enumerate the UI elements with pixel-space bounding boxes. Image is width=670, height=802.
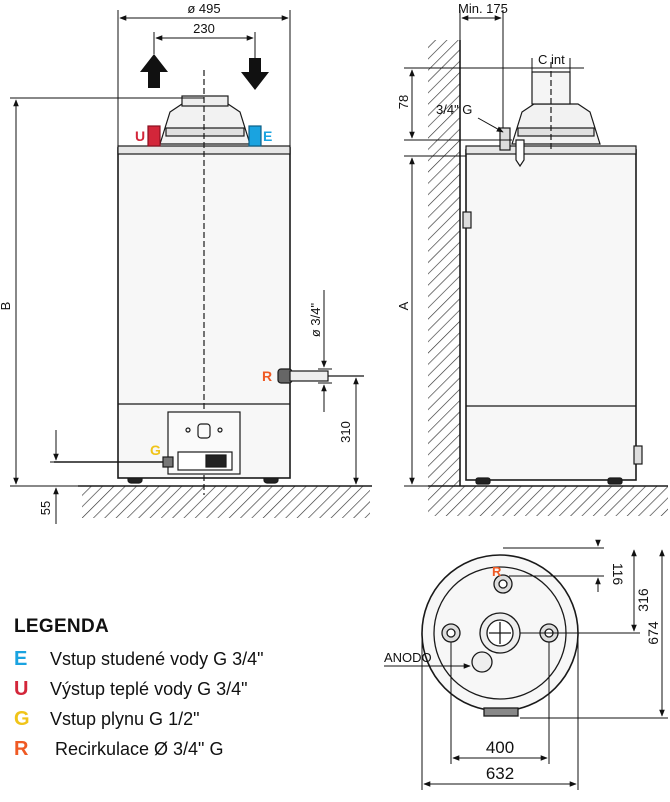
connection-leader — [477, 117, 504, 133]
legend-code: U — [14, 677, 29, 700]
label-recirc-diameter: ø 3/4" — [308, 303, 323, 338]
label-c-int: C int — [538, 52, 565, 67]
cold-inlet-arrow-icon — [241, 58, 269, 90]
marker-g-front: G — [150, 442, 161, 458]
top-dimension-labels: R ANODO 116 316 674 400 632 — [384, 563, 661, 783]
legend-item: E Vstup studené vody G 3/4" — [14, 644, 314, 674]
side-dimensions — [404, 10, 584, 487]
front-dimensions — [10, 10, 364, 524]
legend-item: U Výstup teplé vody G 3/4" — [14, 674, 314, 704]
label-height-b: B — [0, 302, 13, 311]
legend-list: E Vstup studené vody G 3/4" U Výstup teplé … — [14, 644, 314, 764]
side-flue-band — [517, 127, 595, 137]
side-ground-hatch — [428, 486, 668, 516]
side-connection-fitting — [499, 127, 511, 151]
gas-inlet-fitting — [162, 456, 174, 468]
marker-u-front: U — [135, 128, 145, 144]
hot-water-pipe — [147, 125, 161, 147]
recirc-pipe-body — [289, 370, 329, 382]
side-foot-right — [607, 477, 623, 485]
label-400: 400 — [486, 738, 514, 757]
top-anode — [471, 651, 493, 673]
legend-code: E — [14, 647, 28, 670]
legend-description: Recirkulace Ø 3/4" G — [50, 738, 224, 759]
legend-code: G — [14, 707, 30, 730]
legend: LEGENDA E Vstup studené vody G 3/4" U Výstu… — [14, 616, 314, 764]
label-316: 316 — [635, 588, 651, 612]
side-dimension-labels: Min. 175 C int 3/4" G 78 A — [396, 1, 565, 310]
top-bottom-bracket — [483, 707, 519, 717]
label-diameter-495: ø 495 — [187, 1, 220, 16]
cold-water-pipe — [248, 125, 262, 147]
label-height-a: A — [396, 301, 411, 310]
front-flue-collar — [181, 95, 229, 107]
label-min-175: Min. 175 — [458, 1, 508, 16]
legend-description: Výstup teplé vody G 3/4" — [50, 678, 248, 699]
side-drain — [633, 445, 643, 465]
side-tank-body — [465, 149, 637, 481]
label-632: 632 — [486, 764, 514, 783]
top-view — [421, 554, 579, 717]
label-top-78: 78 — [396, 95, 411, 109]
side-valve — [515, 139, 525, 168]
burner-knob — [197, 423, 211, 439]
label-connection-3-4-g: 3/4" G — [436, 102, 472, 117]
front-ground-hatch — [82, 486, 370, 518]
side-flue-hood — [511, 103, 601, 145]
marker-r-top: R — [492, 564, 502, 579]
legend-item: R Recirkulace Ø 3/4" G — [14, 734, 314, 764]
side-foot-left — [475, 477, 491, 485]
front-flue-band — [165, 127, 245, 137]
label-base-55: 55 — [38, 501, 53, 515]
side-thermostat — [462, 211, 472, 229]
gas-valve-display — [205, 454, 227, 468]
label-anodo: ANODO — [384, 650, 432, 665]
panel-screw-left — [185, 427, 191, 433]
label-pipe-spacing-230: 230 — [193, 21, 215, 36]
legend-description: Vstup plynu G 1/2" — [50, 708, 200, 729]
legend-description: Vstup studené vody G 3/4" — [50, 648, 264, 669]
legend-item: G Vstup plynu G 1/2" — [14, 704, 314, 734]
front-view — [54, 54, 372, 518]
panel-screw-right — [217, 427, 223, 433]
marker-r-front: R — [262, 368, 272, 384]
side-view — [428, 40, 668, 516]
legend-title: LEGENDA — [14, 616, 109, 637]
label-recirc-height-310: 310 — [338, 421, 353, 443]
marker-e-front: E — [263, 128, 272, 144]
label-116: 116 — [610, 563, 626, 586]
hot-outlet-arrow-icon — [140, 54, 168, 88]
front-dimension-labels: ø 495 230 B ø 3/4" 310 55 U E R G — [0, 1, 353, 515]
front-flue-hood — [159, 103, 251, 145]
legend-code: R — [14, 737, 29, 760]
top-dimensions — [384, 539, 668, 790]
side-wall-hatch — [428, 40, 460, 486]
label-674: 674 — [645, 621, 661, 645]
